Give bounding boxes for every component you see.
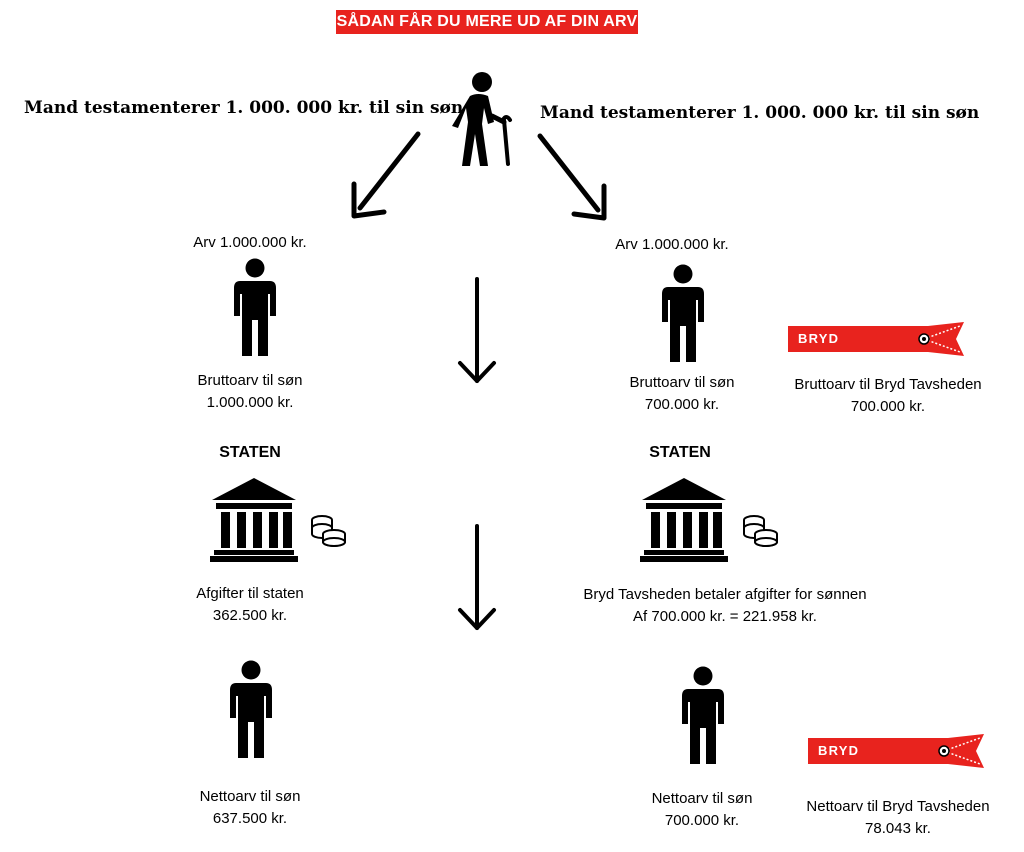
right-state-label: STATEN	[649, 444, 711, 461]
left-net-label: Nettoarv til søn 637.500 kr.	[150, 786, 350, 830]
coins-icon	[311, 515, 346, 547]
zipper-icon	[926, 734, 984, 768]
right-inheritance-label: Arv 1.000.000 kr.	[615, 236, 729, 253]
arrow-down-icon	[458, 524, 496, 630]
arrow-down-right-icon	[537, 133, 607, 221]
left-gross-label: Bruttoarv til søn 1.000.000 kr.	[150, 370, 350, 414]
coins-icon	[743, 515, 778, 547]
person-icon	[682, 666, 724, 764]
page-title: SÅDAN FÅR DU MERE UD AF DIN ARV	[336, 10, 638, 34]
bryd-tavsheden-logo: BRYD TAVSHEDEN	[808, 734, 988, 784]
left-tax-line2: 362.500 kr.	[212, 607, 288, 624]
right-gross-org-line1: Bruttoarv til Bryd Tavsheden	[794, 376, 982, 393]
right-net-son-line1: Nettoarv til søn	[651, 790, 753, 807]
right-net-son-line2: 700.000 kr.	[664, 812, 740, 829]
arrow-down-left-icon	[351, 131, 421, 219]
left-inheritance-label: Arv 1.000.000 kr.	[193, 234, 307, 251]
right-net-son-label: Nettoarv til søn 700.000 kr.	[602, 788, 802, 832]
right-tax-label: Bryd Tavsheden betaler afgifter for sønn…	[540, 584, 910, 628]
right-gross-org-line2: 700.000 kr.	[850, 398, 926, 415]
right-tax-line2: Af 700.000 kr. = 221.958 kr.	[633, 608, 817, 625]
government-building-icon	[210, 478, 298, 562]
left-net-line1: Nettoarv til søn	[199, 788, 301, 805]
right-net-org-line1: Nettoarv til Bryd Tavsheden	[806, 798, 990, 815]
person-icon	[662, 264, 704, 362]
arrow-down-icon	[458, 277, 496, 383]
brand-logo-text: BRYD TAVSHEDEN	[788, 326, 928, 372]
left-state-label: STATEN	[219, 444, 281, 461]
left-headline: Mand testamenterer 1. 000. 000 kr. til s…	[24, 98, 464, 118]
person-icon	[230, 660, 272, 758]
left-tax-line1: Afgifter til staten	[196, 585, 304, 602]
right-gross-son-line2: 700.000 kr.	[644, 396, 720, 413]
bryd-tavsheden-logo: BRYD TAVSHEDEN	[788, 322, 968, 372]
right-gross-org-label: Bruttoarv til Bryd Tavsheden 700.000 kr.	[768, 374, 1008, 418]
elderly-man-icon	[452, 72, 512, 166]
brand-logo-text: BRYD TAVSHEDEN	[808, 738, 948, 784]
right-gross-son-line1: Bruttoarv til søn	[629, 374, 735, 391]
right-gross-son-label: Bruttoarv til søn 700.000 kr.	[582, 372, 782, 416]
person-icon	[234, 258, 276, 356]
left-gross-line2: 1.000.000 kr.	[206, 394, 294, 411]
left-gross-line1: Bruttoarv til søn	[197, 372, 303, 389]
right-net-org-label: Nettoarv til Bryd Tavsheden 78.043 kr.	[778, 796, 1018, 840]
left-net-line2: 637.500 kr.	[212, 810, 288, 827]
right-net-org-line2: 78.043 kr.	[865, 820, 931, 837]
right-headline: Mand testamenterer 1. 000. 000 kr. til s…	[540, 103, 980, 123]
government-building-icon	[640, 478, 728, 562]
zipper-icon	[906, 322, 964, 356]
right-tax-line1: Bryd Tavsheden betaler afgifter for sønn…	[583, 586, 867, 603]
left-tax-label: Afgifter til staten 362.500 kr.	[150, 583, 350, 627]
